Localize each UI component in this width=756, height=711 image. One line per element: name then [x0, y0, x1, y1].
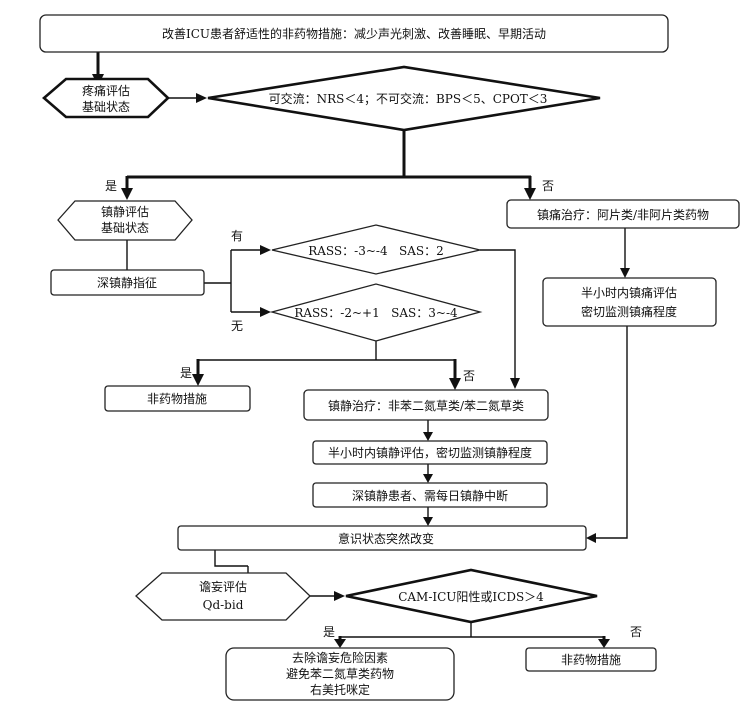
non-drug-box-1	[104, 385, 251, 412]
analgesia-label: 镇痛治疗：阿片类/非阿片类药物	[537, 207, 709, 222]
pain-eval-hexagon	[42, 77, 170, 119]
remove-risk-label-2: 避免苯二氮草类药物	[286, 666, 394, 681]
half-hour-sedation-label: 半小时内镇静评估，密切监测镇静程度	[328, 445, 532, 460]
arrowhead	[423, 432, 433, 441]
remove-risk-label-1: 去除谵妄危险因素	[292, 650, 388, 665]
none-label: 无	[231, 319, 243, 333]
delirium-eval-hexagon	[135, 572, 311, 621]
pain-criteria-diamond	[207, 65, 601, 132]
sedation-eval-label-1: 镇静评估	[101, 205, 149, 219]
arrowhead	[510, 378, 520, 389]
connector-criteria-split	[127, 130, 531, 179]
arrowhead	[121, 188, 133, 200]
rass-deep-label: RASS：-3~-4 SAS：2	[308, 244, 444, 258]
arrowhead	[192, 374, 204, 386]
sedation-treatment-label: 镇静治疗：非苯二氮草类/苯二氮草类	[328, 398, 524, 413]
remove-delirium-risk-box	[225, 647, 455, 701]
top-measures-box	[39, 14, 669, 53]
connector-deep-to-treatment	[480, 249, 516, 378]
analgesia-box	[506, 199, 740, 229]
top-measures-label: 改善ICU患者舒适性的非药物措施：减少声光刺激、改善睡眠、早期活动	[162, 26, 546, 41]
non-drug-label-1: 非药物措施	[147, 392, 207, 406]
arrowhead	[586, 533, 596, 543]
arrowhead	[334, 639, 346, 648]
yes-label-3: 是	[323, 625, 335, 639]
daily-interruption-box	[312, 482, 548, 508]
delirium-eval-label-1: 谵妄评估	[199, 579, 247, 594]
pain-criteria-label: 可交流：NRS＜4；不可交流：BPS＜5、CPOT＜3	[269, 91, 548, 106]
connector-halfhour-to-consciousness	[594, 326, 628, 539]
arrowhead	[260, 245, 271, 255]
sedation-eval-label-2: 基础状态	[101, 221, 149, 235]
arrowhead	[196, 93, 207, 103]
consciousness-change-box	[177, 525, 587, 551]
arrowhead	[524, 188, 536, 200]
delirium-eval-label-2: Qd-bid	[203, 598, 244, 612]
half-hour-pain-label-2: 密切监测镇痛程度	[581, 304, 677, 319]
deep-sedation-indication-label: 深镇静指征	[97, 275, 157, 290]
no-label-2: 否	[463, 369, 475, 383]
no-label-3: 否	[630, 625, 642, 639]
cam-icu-diamond	[345, 568, 598, 624]
rass-light-diamond	[269, 283, 483, 342]
connector-consciousness-to-delirium	[214, 550, 248, 567]
sedation-eval-hexagon	[57, 200, 193, 241]
deep-sedation-indication-box	[50, 269, 205, 296]
half-hour-sedation-box	[312, 440, 548, 465]
arrowhead	[598, 639, 610, 648]
rass-light-label: RASS：-2~+1 SAS：3~-4	[294, 306, 458, 320]
consciousness-change-label: 意识状态突然改变	[338, 531, 434, 546]
arrowhead	[423, 474, 433, 483]
rass-deep-diamond	[271, 224, 481, 275]
non-drug-box-2	[525, 647, 657, 672]
half-hour-pain-box	[542, 277, 717, 327]
remove-risk-label-3: 右美托咪定	[310, 682, 370, 697]
arrowhead	[620, 268, 630, 278]
arrowhead	[334, 591, 345, 601]
arrowhead	[423, 517, 433, 526]
cam-icu-label: CAM-ICU阳性或ICDS＞4	[398, 590, 544, 604]
half-hour-pain-label-1: 半小时内镇痛评估	[581, 285, 677, 300]
pain-eval-label-1: 疼痛评估	[82, 83, 130, 98]
non-drug-label-2: 非药物措施	[561, 653, 621, 667]
connector-cam-split	[340, 622, 605, 638]
arrowhead	[449, 378, 461, 390]
yes-label-1: 是	[105, 179, 117, 193]
sedation-treatment-box	[303, 389, 549, 421]
arrowhead	[260, 307, 271, 317]
have-label: 有	[231, 229, 243, 243]
pain-eval-label-2: 基础状态	[82, 100, 130, 114]
connector-light-split	[198, 341, 455, 361]
connector-indication-branch	[204, 250, 232, 312]
no-label-1: 否	[542, 179, 554, 193]
yes-label-2: 是	[180, 366, 192, 380]
daily-interruption-label: 深镇静患者、需每日镇静中断	[352, 488, 508, 503]
